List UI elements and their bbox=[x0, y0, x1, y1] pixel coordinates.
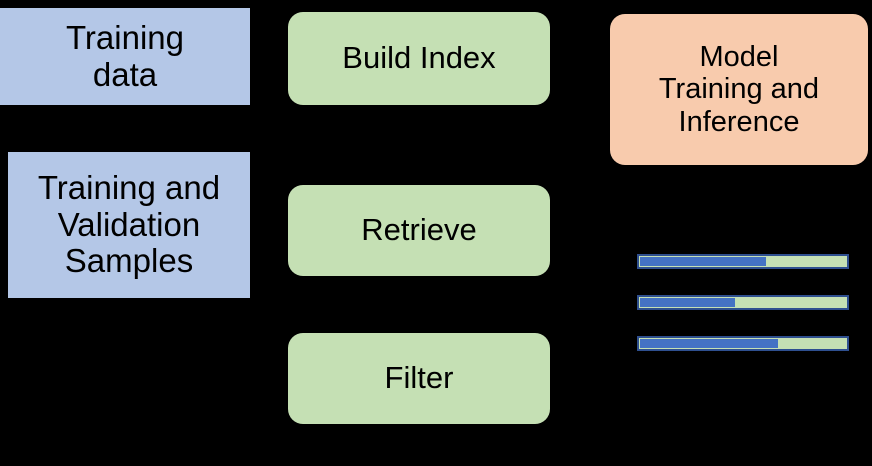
progress-bar-1 bbox=[637, 254, 849, 269]
stage-box-filter: Filter bbox=[288, 333, 550, 424]
progress-bar-3-remainder bbox=[778, 339, 846, 348]
progress-bar-3-fill bbox=[640, 339, 779, 348]
progress-bar-2-remainder bbox=[734, 298, 846, 307]
progress-bar-1-fill bbox=[640, 257, 766, 266]
progress-bar-2-fill bbox=[640, 298, 735, 307]
progress-bar-3 bbox=[637, 336, 849, 351]
data-box-training-data: Training data bbox=[0, 8, 250, 105]
stage-box-retrieve: Retrieve bbox=[288, 185, 550, 276]
progress-bar-1-remainder bbox=[765, 257, 846, 266]
stage-box-build-index: Build Index bbox=[288, 12, 550, 105]
progress-bar-2 bbox=[637, 295, 849, 310]
model-box-training-and-inference: Model Training and Inference bbox=[610, 14, 868, 165]
data-box-training-validation-samples: Training and Validation Samples bbox=[8, 152, 250, 298]
